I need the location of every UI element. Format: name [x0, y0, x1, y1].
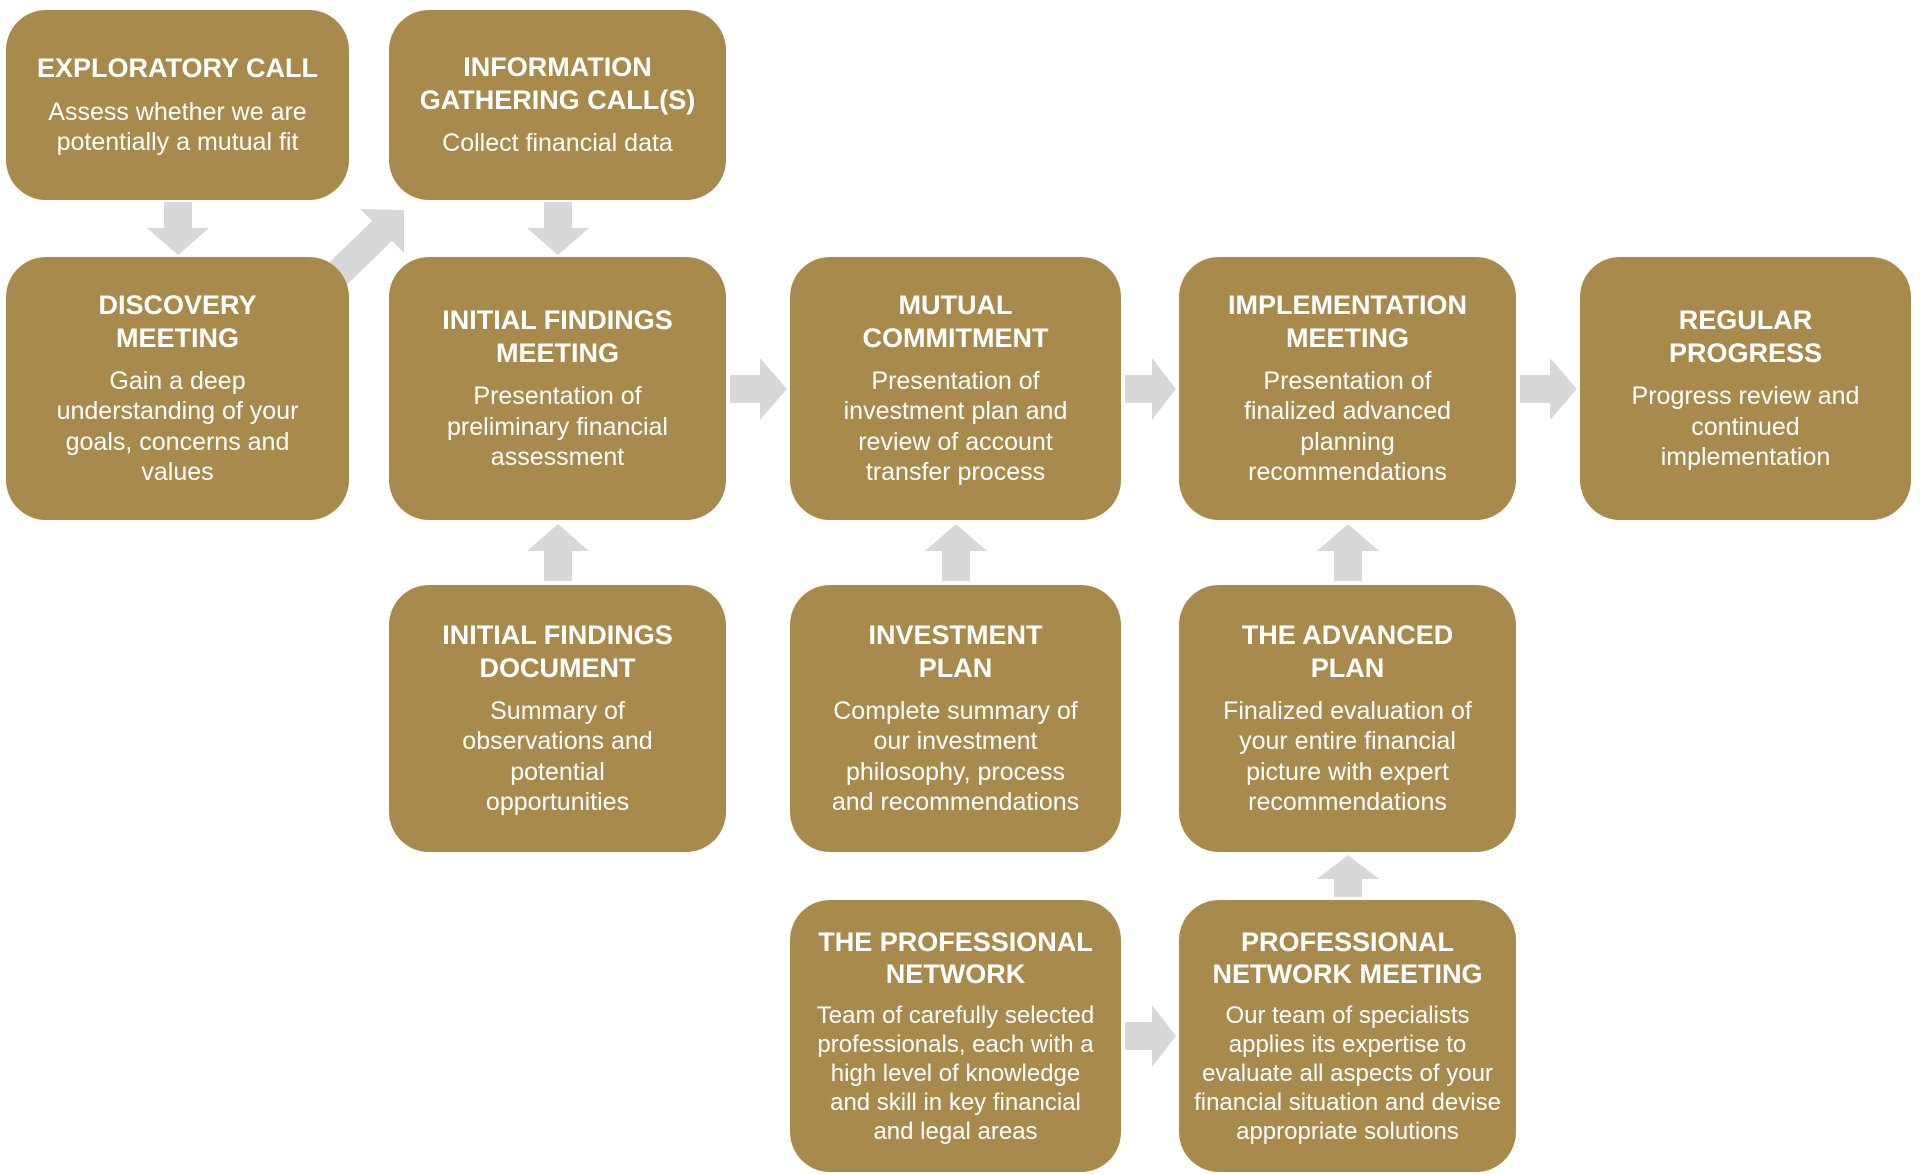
- node-description: Finalized evaluation of your entire fina…: [1223, 696, 1472, 817]
- mutual-commitment-to-implementation-arrow: [1125, 358, 1176, 420]
- node-title: INITIAL FINDINGS MEETING: [442, 305, 673, 368]
- initial-findings-to-mutual-commitment-arrow: [730, 358, 787, 420]
- node-description: Gain a deep understanding of your goals,…: [56, 366, 299, 487]
- node-description: Complete summary of our investment philo…: [831, 696, 1080, 817]
- node-implementation-meeting: IMPLEMENTATION MEETING Presentation of f…: [1179, 257, 1516, 520]
- information-gathering-to-initial-findings-arrow: [527, 202, 589, 255]
- node-description: Summary of observations and potential op…: [462, 696, 653, 817]
- node-the-professional-network: THE PROFESSIONAL NETWORK Team of careful…: [790, 900, 1121, 1172]
- node-discovery-meeting: DISCOVERY MEETING Gain a deep understand…: [6, 257, 349, 520]
- node-title: EXPLORATORY CALL: [36, 53, 319, 84]
- network-meeting-to-advanced-plan-arrow: [1317, 855, 1379, 897]
- node-title: INITIAL FINDINGS DOCUMENT: [442, 620, 673, 683]
- node-initial-findings-document: INITIAL FINDINGS DOCUMENT Summary of obs…: [389, 585, 726, 852]
- node-title: IMPLEMENTATION MEETING: [1228, 290, 1467, 353]
- network-to-network-meeting-arrow: [1125, 1005, 1176, 1067]
- node-title: DISCOVERY MEETING: [98, 290, 257, 353]
- node-description: Progress review and continued implementa…: [1631, 382, 1860, 472]
- node-description: Presentation of investment plan and revi…: [843, 366, 1068, 487]
- node-exploratory-call: EXPLORATORY CALL Assess whether we are p…: [6, 10, 349, 200]
- node-mutual-commitment: MUTUAL COMMITMENT Presentation of invest…: [790, 257, 1121, 520]
- node-information-gathering-calls: INFORMATION GATHERING CALL(S) Collect fi…: [389, 10, 726, 200]
- node-title: INFORMATION GATHERING CALL(S): [419, 52, 696, 115]
- investment-plan-to-mutual-commitment-arrow: [925, 524, 987, 581]
- node-the-advanced-plan: THE ADVANCED PLAN Finalized evaluation o…: [1179, 585, 1516, 852]
- node-professional-network-meeting: PROFESSIONAL NETWORK MEETING Our team of…: [1179, 900, 1516, 1172]
- node-initial-findings-meeting: INITIAL FINDINGS MEETING Presentation of…: [389, 257, 726, 520]
- node-investment-plan: INVESTMENT PLAN Complete summary of our …: [790, 585, 1121, 852]
- node-title: THE PROFESSIONAL NETWORK: [818, 926, 1093, 989]
- node-regular-progress: REGULAR PROGRESS Progress review and con…: [1580, 257, 1911, 520]
- node-description: Our team of specialists applies its expe…: [1194, 1002, 1501, 1145]
- node-description: Presentation of finalized advanced plann…: [1243, 366, 1452, 487]
- node-description: Collect financial data: [442, 129, 673, 158]
- advanced-plan-to-implementation-arrow: [1317, 524, 1379, 581]
- node-description: Presentation of preliminary financial as…: [447, 382, 668, 472]
- implementation-to-regular-progress-arrow: [1520, 358, 1577, 420]
- node-title: INVESTMENT PLAN: [868, 620, 1043, 683]
- node-description: Team of carefully selected professionals…: [816, 1002, 1095, 1145]
- node-title: REGULAR PROGRESS: [1668, 305, 1823, 368]
- node-title: PROFESSIONAL NETWORK MEETING: [1212, 926, 1483, 989]
- findings-document-to-findings-meeting-arrow: [527, 524, 589, 581]
- node-title: THE ADVANCED PLAN: [1241, 620, 1454, 683]
- node-description: Assess whether we are potentially a mutu…: [48, 97, 307, 157]
- node-title: MUTUAL COMMITMENT: [862, 290, 1049, 353]
- exploratory-to-discovery-arrow: [147, 202, 209, 255]
